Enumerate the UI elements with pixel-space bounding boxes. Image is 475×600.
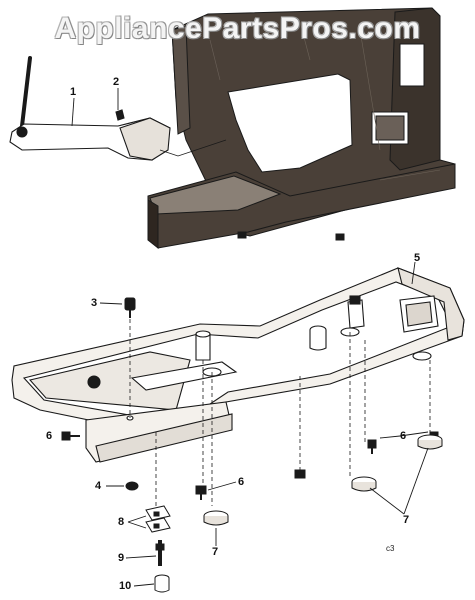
foot-part-7-center (203, 510, 229, 526)
tray-hole-3 (412, 351, 432, 361)
callout-2: 2 (113, 76, 120, 88)
machine-window-upper (399, 43, 425, 87)
screw-part-3 (124, 297, 136, 311)
base-tray-right-end (397, 267, 465, 341)
callout-4: 4 (95, 480, 102, 492)
assembly-lines (129, 312, 431, 510)
boss-center-body (309, 330, 327, 351)
boss-right-cap (349, 295, 361, 305)
leader-lines (62, 88, 429, 587)
callout-9: 9 (118, 552, 125, 564)
machine-head (147, 7, 456, 250)
machine-shading (209, 21, 441, 181)
boss-left-top (195, 330, 211, 338)
base-tray-end-window-inner (405, 301, 433, 327)
lever-alignment-line (159, 139, 227, 157)
nut-part-4 (125, 481, 139, 491)
lever-pivot (16, 126, 28, 138)
diagram-code: c3 (386, 544, 395, 553)
lever-rod (20, 56, 32, 128)
callout-6-center: 6 (238, 476, 245, 488)
watermark: AppliancePartsPros.com (54, 12, 421, 45)
screw-part-2 (115, 109, 125, 121)
small-parts (61, 297, 443, 593)
foot-part-7-right-b (417, 434, 443, 450)
arm-throat (227, 73, 353, 173)
callout-7-center: 7 (212, 546, 219, 558)
callout-3: 3 (91, 297, 98, 309)
callout-7-right: 7 (403, 514, 410, 526)
machine-bed-front (147, 199, 159, 250)
tray-gear (87, 375, 101, 389)
screw-part-6-center (195, 485, 207, 500)
machine-head-end (171, 25, 191, 135)
callout-6-right: 6 (400, 430, 407, 442)
callout-5: 5 (414, 252, 421, 264)
callout-8: 8 (118, 516, 125, 528)
boss-left (195, 333, 211, 361)
base-tray-front-face (95, 413, 233, 463)
callout-6-left: 6 (46, 430, 53, 442)
bushing-part-10 (154, 574, 170, 593)
lever-assembly (9, 56, 171, 161)
lever-bracket-end (119, 117, 171, 161)
pin-part-9 (155, 540, 165, 566)
machine-foot-left (237, 231, 247, 239)
foot-part-7-right-a (351, 476, 377, 492)
screw-part-6-mid (294, 469, 306, 479)
callout-10: 10 (119, 580, 132, 592)
machine-foot-right (335, 233, 345, 241)
clip-part-8 (145, 505, 171, 533)
machine-window-inner (375, 115, 405, 141)
base-tray (11, 267, 465, 463)
callout-1: 1 (70, 86, 77, 98)
screw-part-6-right-a (367, 439, 377, 454)
